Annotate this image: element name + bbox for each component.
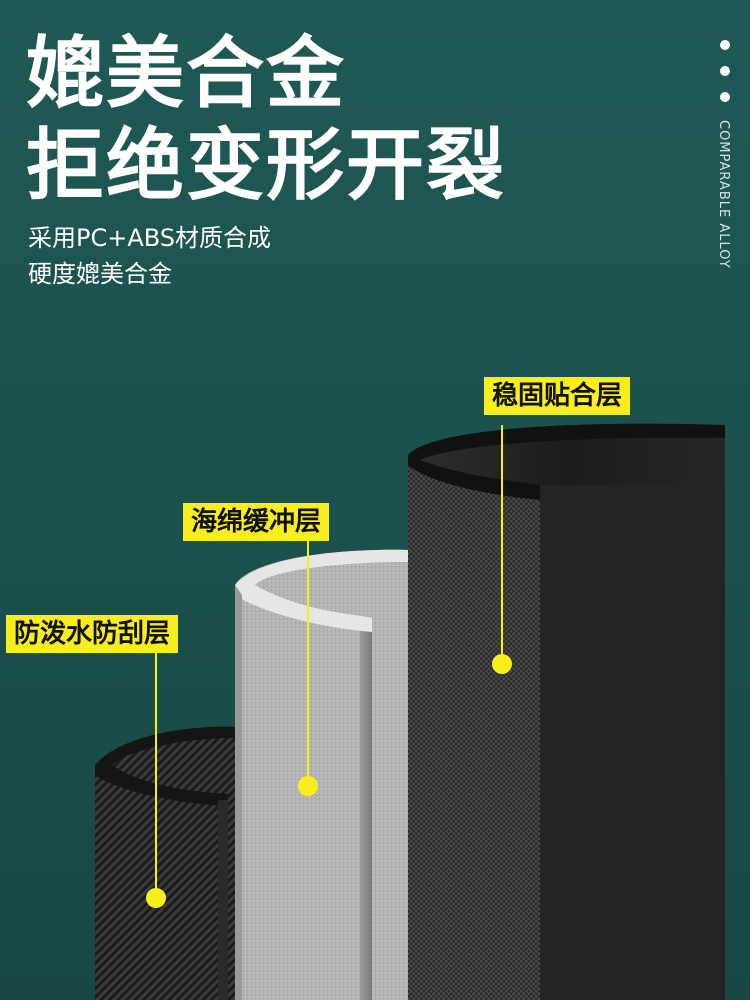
subtext: 采用PC+ABS材质合成 硬度媲美合金 <box>28 220 271 292</box>
roll-front <box>95 726 235 1000</box>
marker-dot-icon <box>146 888 166 908</box>
label-stable-fit-layer: 稳固贴合层 <box>484 377 631 415</box>
dot-icon <box>720 66 730 76</box>
marker-dot-icon <box>298 776 318 796</box>
leader-line <box>501 425 503 665</box>
roll-middle <box>235 549 408 1000</box>
label-sponge-cushion-layer: 海绵缓冲层 <box>183 503 330 541</box>
headline: 媲美合金 拒绝变形开裂 <box>26 28 506 212</box>
leader-line <box>155 653 157 889</box>
leader-line <box>307 541 309 786</box>
headline-line-2: 拒绝变形开裂 <box>26 121 507 211</box>
dot-icon <box>720 40 730 50</box>
dot-icon <box>720 92 730 102</box>
headline-line-1: 媲美合金 <box>26 29 347 119</box>
roll-back <box>408 423 725 1000</box>
marker-dot-icon <box>492 654 512 674</box>
subtext-line-2: 硬度媲美合金 <box>28 260 172 288</box>
side-caption: COMPARABLE ALLOY <box>716 120 731 269</box>
decorative-dots <box>720 40 732 118</box>
label-waterproof-scratch-layer: 防泼水防刮层 <box>6 615 179 653</box>
subtext-line-1: 采用PC+ABS材质合成 <box>28 224 272 252</box>
